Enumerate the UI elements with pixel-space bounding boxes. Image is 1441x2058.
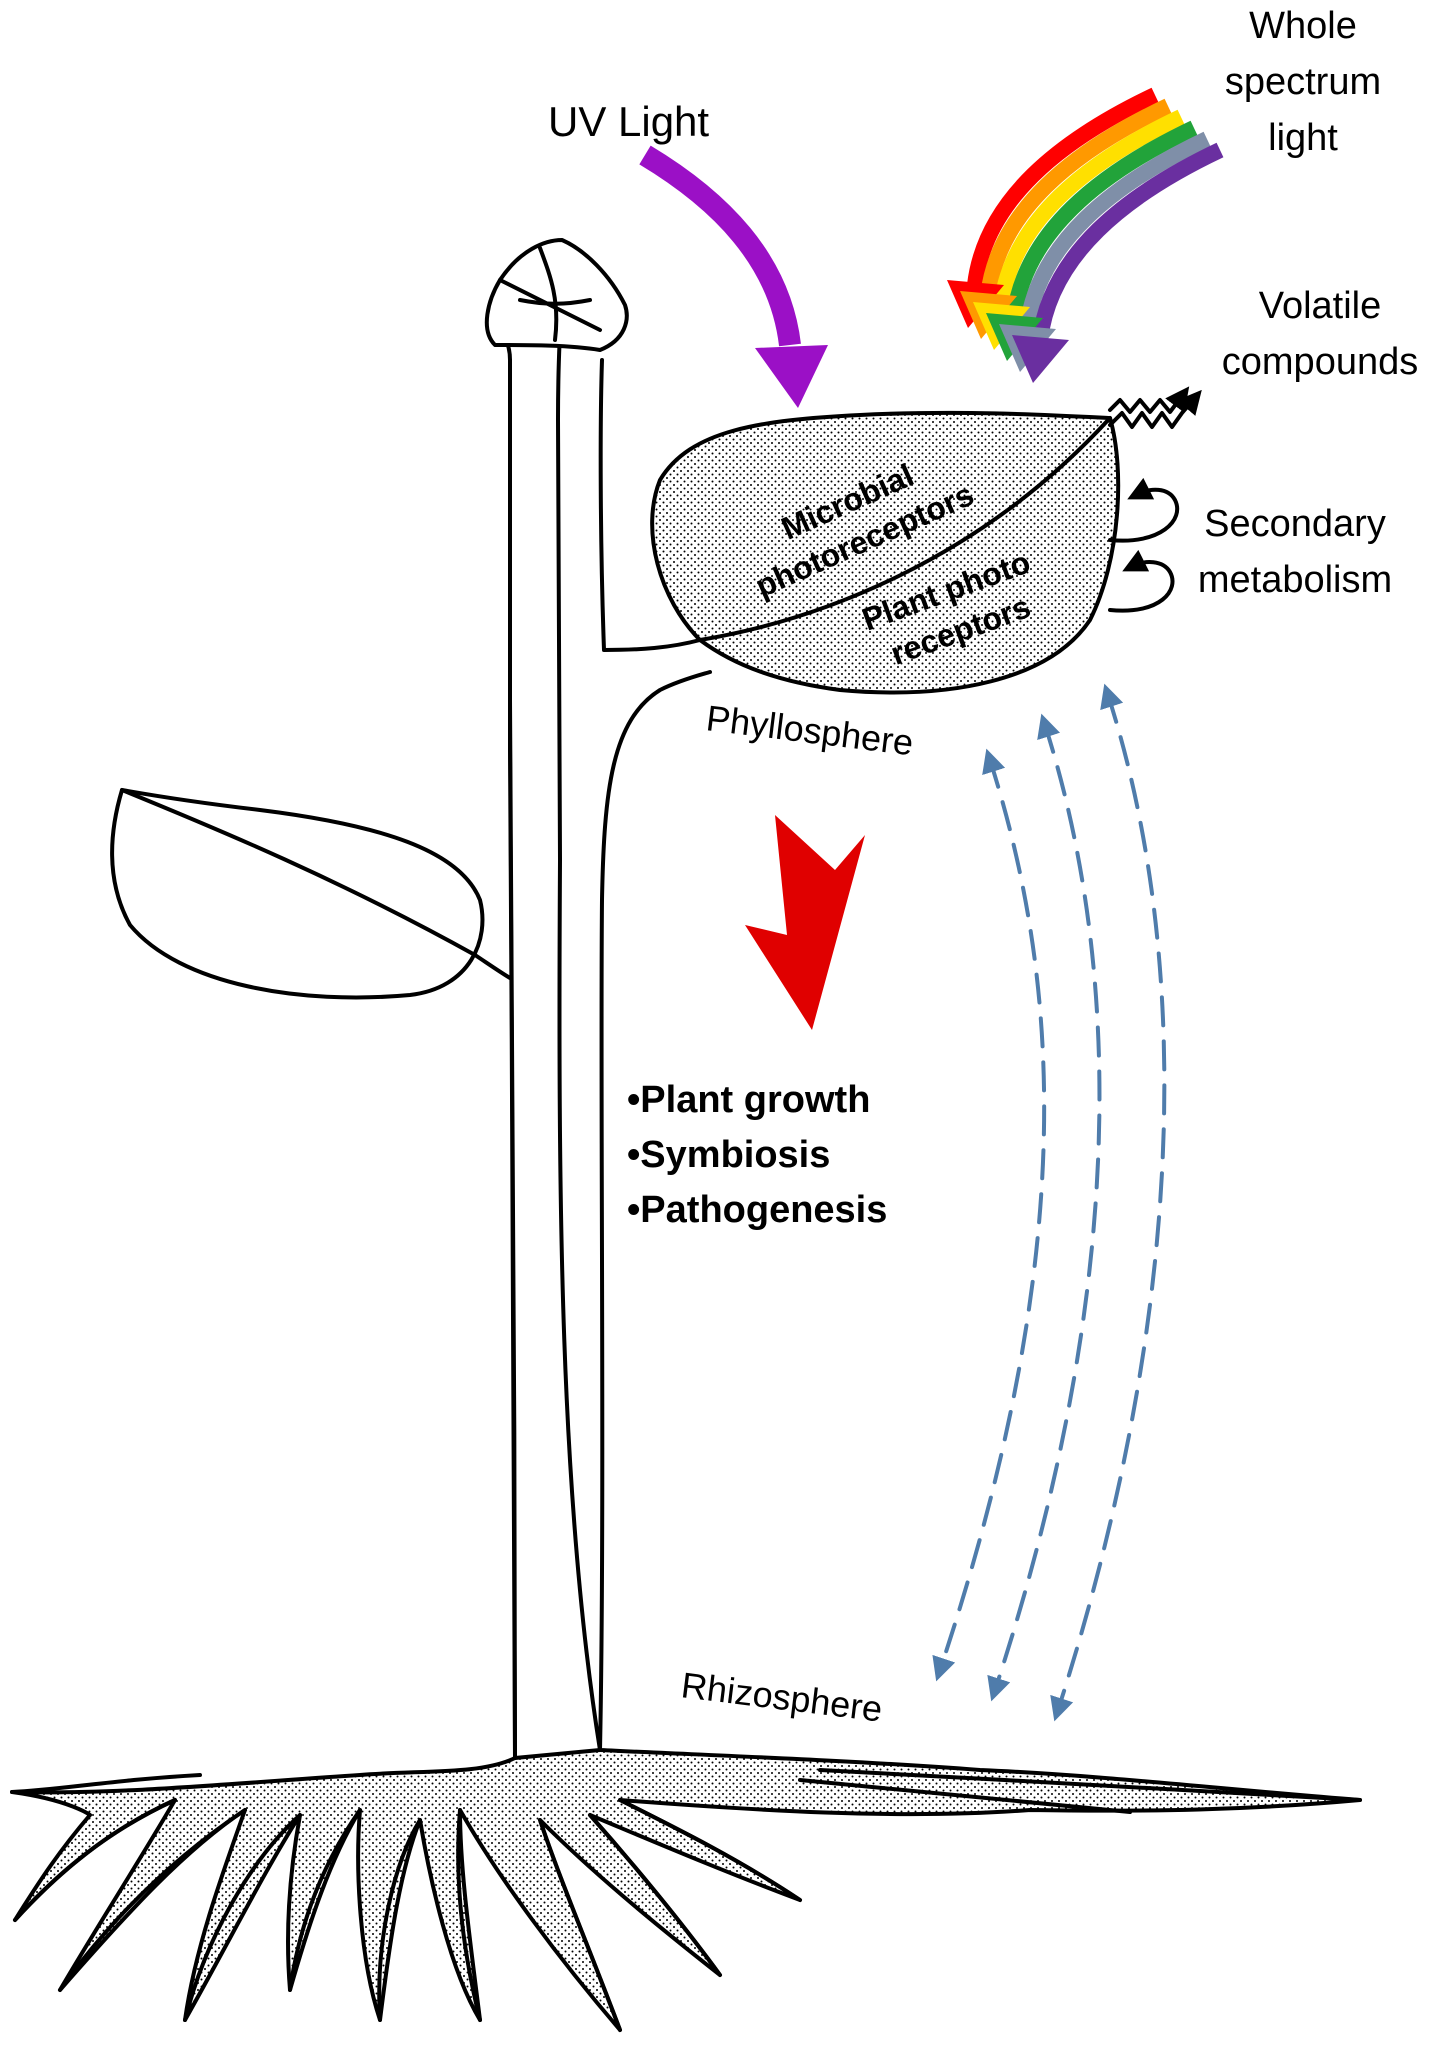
root-line: [456, 1808, 482, 2022]
rainbow-band: [993, 109, 1185, 309]
uv-light-label: UV Light: [548, 98, 709, 145]
root-line: [288, 1808, 362, 1992]
secondary-metabolism-arrows: [1108, 477, 1180, 613]
volatile-compounds-label: Volatile compounds: [1222, 285, 1418, 383]
rainbow-band: [967, 87, 1159, 287]
whole-spectrum-line: Whole: [1249, 5, 1357, 47]
squiggle-arrow: [1108, 386, 1190, 414]
uv-arrow-head: [755, 345, 828, 408]
root-line: [588, 1813, 722, 1977]
stem-left-edge: [508, 358, 517, 1760]
apical-bud: [484, 238, 629, 352]
volatile-line: Volatile: [1259, 285, 1382, 327]
whole-spectrum-line: light: [1268, 117, 1338, 159]
secondary-metabolism-label: Secondary metabolism: [1198, 503, 1392, 601]
effect-item: •Plant growth: [627, 1079, 870, 1121]
root-line: [10, 1773, 202, 1794]
root-line: [538, 1818, 622, 2032]
rainbow-band: [1032, 142, 1224, 342]
root-line: [377, 1818, 422, 2022]
secondary-line: Secondary: [1204, 503, 1386, 545]
effect-arrow: [745, 815, 865, 1030]
rhizosphere-label: Rhizosphere: [679, 1664, 885, 1729]
rainbow-band: [1019, 131, 1211, 331]
bud-shape: [484, 238, 629, 352]
bud-line: [518, 298, 592, 306]
dashed-arrow: [987, 713, 1102, 1702]
effects-list: •Plant growth •Symbiosis •Pathogenesis: [627, 1079, 887, 1231]
upper-leaf: [650, 410, 1121, 695]
root-line: [183, 1813, 302, 2022]
rainbow-arrowhead: [1012, 335, 1069, 383]
phyllosphere-rhizosphere-arrows: [932, 683, 1167, 1722]
leaf-midrib: [120, 788, 477, 957]
volatile-line: compounds: [1222, 341, 1418, 383]
root-system: [10, 1743, 1362, 2032]
leaf-stalk: [473, 953, 512, 980]
root-line: [58, 1808, 247, 1992]
leaf-shape: [110, 788, 485, 1000]
dashed-arrow: [1050, 683, 1167, 1722]
stem-right-edge: [598, 670, 712, 1752]
effect-item: •Symbiosis: [627, 1134, 830, 1176]
uv-arrow: [639, 145, 828, 408]
whole-spectrum-label: Whole spectrum light: [1225, 5, 1381, 159]
dashed-arrow: [932, 748, 1047, 1682]
root-line: [798, 1778, 1132, 1814]
petiole: [598, 358, 702, 652]
bud-line: [538, 246, 559, 342]
leaf-shape: [650, 410, 1121, 695]
curl-arrow: [1108, 549, 1175, 613]
effect-item: •Pathogenesis: [627, 1189, 887, 1231]
uv-arrow-shaft: [639, 145, 801, 347]
leaf-midrib: [698, 416, 1112, 642]
squiggle-arrow: [1108, 389, 1202, 429]
curl-arrow: [1108, 477, 1180, 543]
volatile-compounds-arrows: [1108, 386, 1202, 429]
secondary-line: metabolism: [1198, 559, 1392, 601]
root-line: [618, 1798, 802, 1902]
whole-spectrum-line: spectrum: [1225, 61, 1381, 103]
root-line: [818, 1768, 1362, 1802]
phyllosphere-label: Phyllosphere: [704, 697, 916, 763]
root-line: [13, 1798, 177, 1922]
rainbow-band: [1006, 120, 1198, 320]
rainbow-arrow: [947, 87, 1224, 383]
lower-left-leaf: [110, 788, 512, 1000]
rainbow-band: [980, 98, 1172, 298]
